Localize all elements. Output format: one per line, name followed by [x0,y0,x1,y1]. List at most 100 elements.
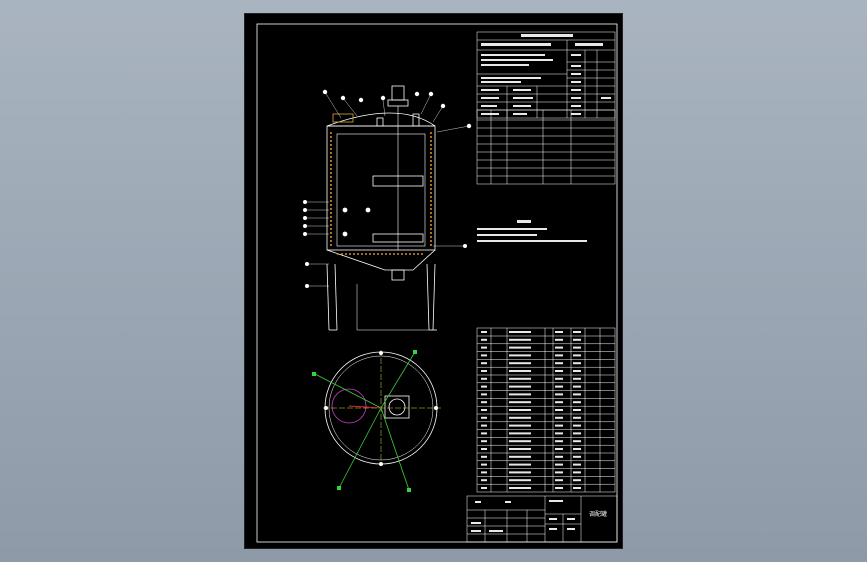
manhole-circle [331,388,367,424]
table-text-stroke [573,346,581,349]
parts-list [476,327,616,493]
table-text-stroke [509,331,531,333]
table-text-stroke [573,479,581,482]
drawing-name: 调配罐 [589,511,608,518]
table-text-stroke [481,409,487,411]
table-text-stroke [573,331,581,333]
table-text-stroke [555,463,563,466]
drawing-frame [256,23,618,543]
table-text-stroke [481,346,487,349]
table-text-stroke [481,463,487,466]
table-text-stroke [573,471,581,474]
table-text-stroke [481,424,487,427]
table-text-stroke [573,401,581,404]
table-text-stroke [509,448,531,450]
lower-blade [372,233,424,243]
table-text-stroke [573,432,581,435]
table-text-stroke [555,409,563,411]
table-text-stroke [573,393,581,396]
table-text-stroke [555,393,563,396]
table-text-stroke [481,471,487,474]
table-text-stroke [481,479,487,482]
table-text-stroke [481,455,487,458]
table-text-stroke [573,448,581,450]
table-text-stroke [509,401,531,404]
table-text-stroke [573,424,581,427]
table-text-stroke [555,401,563,404]
table-text-stroke [509,463,531,466]
table-text-stroke [573,354,581,357]
table-text-stroke [509,471,531,474]
table-text-stroke [481,448,487,450]
table-text-stroke [509,487,531,489]
table-text-stroke [555,416,563,419]
table-text-stroke [509,362,531,365]
motor-base [384,395,410,419]
table-text-stroke [555,479,563,482]
parts-list-text [481,331,581,489]
table-text-stroke [555,354,563,357]
table-text-stroke [573,338,581,341]
table-text-stroke [509,385,531,388]
table-text-stroke [573,385,581,388]
table-text-stroke [555,377,563,380]
motor [391,85,405,101]
table-text-stroke [481,377,487,380]
table-text-stroke [573,487,581,489]
technical-requirements [477,220,587,242]
table-text-stroke [481,401,487,404]
table-text-stroke [509,409,531,411]
table-text-stroke [509,393,531,396]
vessel-plan-view [312,350,441,492]
table-text-stroke [509,346,531,349]
top-head [326,112,436,127]
title-block [466,495,618,543]
table-text-stroke [481,362,487,365]
upper-blade [372,175,424,187]
table-text-stroke [481,385,487,388]
table-text-stroke [509,424,531,427]
table-text-stroke [509,455,531,458]
spec-table [476,31,616,119]
reducer [387,99,409,107]
table-text-stroke [555,471,563,474]
table-text-stroke [555,346,563,349]
table-text-stroke [481,487,487,489]
bottom-outlet [391,269,405,281]
outer-shell [326,125,436,251]
table-text-stroke [481,393,487,396]
table-text-stroke [481,370,487,372]
spec-table-text [481,34,611,115]
table-text-stroke [509,354,531,357]
table-text-stroke [573,440,581,443]
table-text-stroke [555,370,563,372]
table-text-stroke [481,331,487,333]
table-text-stroke [481,432,487,435]
table-text-stroke [573,455,581,458]
table-text-stroke [573,370,581,372]
bottom-head [326,249,436,271]
table-text-stroke [573,416,581,419]
leg-left [326,263,330,331]
table-text-stroke [509,377,531,380]
table-text-stroke [573,377,581,380]
table-text-stroke [555,338,563,341]
nozzle-table [476,109,616,185]
drawing-sheet: 调配罐 [244,13,623,549]
table-text-stroke [573,463,581,466]
table-text-stroke [481,338,487,341]
table-text-stroke [509,479,531,482]
table-text-stroke [555,424,563,427]
table-text-stroke [509,440,531,443]
table-text-stroke [509,338,531,341]
cad-drawing [256,23,618,543]
table-text-stroke [481,354,487,357]
title-block-text [471,500,575,532]
table-text-stroke [509,370,531,372]
table-text-stroke [509,416,531,419]
table-text-stroke [555,455,563,458]
table-text-stroke [555,362,563,365]
table-text-stroke [481,416,487,419]
table-text-stroke [573,362,581,365]
table-text-stroke [509,432,531,435]
